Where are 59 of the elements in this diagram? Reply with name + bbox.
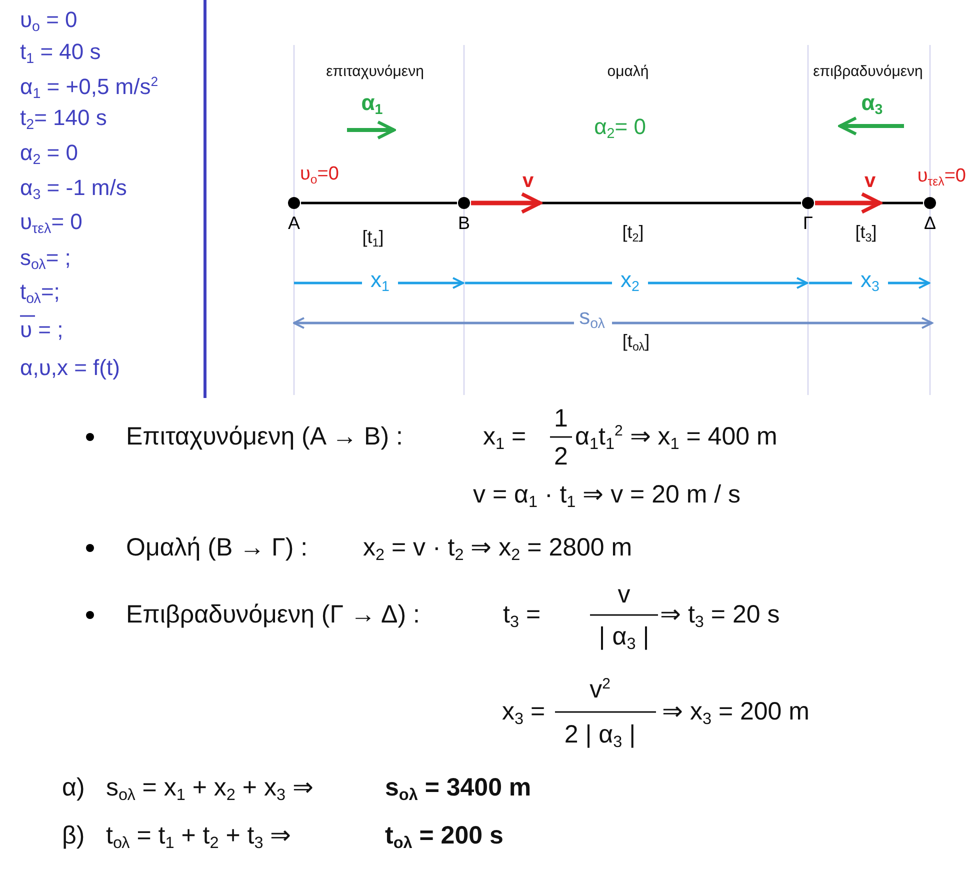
point-label: Δ bbox=[924, 213, 936, 234]
phase-title: επιταχυνόμενη bbox=[326, 64, 424, 80]
phase-title: επιβραδυνόμενη bbox=[813, 64, 923, 80]
item-marker: α) bbox=[62, 774, 85, 802]
line-segment bbox=[301, 202, 457, 204]
edge-label: v bbox=[522, 170, 534, 192]
denominator: 2 | α$_{3}$ | bbox=[564, 721, 636, 749]
given-value: α$_{3}$ = -1 m/s bbox=[20, 176, 127, 200]
acceleration-label: α$_{2}$= 0 bbox=[594, 114, 646, 140]
formula: α$_{1}$t$_{1}$$^{2}$ ⇒ x$_{1}$ = 400 m bbox=[575, 423, 778, 451]
point-label: Α bbox=[288, 213, 300, 234]
given-value: t$_{2}$= 140 s bbox=[20, 106, 107, 130]
numerator: v bbox=[618, 581, 630, 609]
formula: s$_{ολ}$ = x$_{1}$ + x$_{2}$ + x$_{3}$ ⇒ bbox=[106, 774, 314, 802]
velocity-label: υ$_{τελ}$=0 bbox=[917, 166, 966, 188]
formula: ⇒ x$_{3}$ = 200 m bbox=[662, 698, 810, 726]
denominator: 2 bbox=[554, 443, 568, 471]
formula: x$_{2}$ = v · t$_{2}$ ⇒ x$_{2}$ = 2800 m bbox=[363, 534, 632, 562]
denominator: | α$_{3}$ | bbox=[598, 623, 650, 651]
given-value: t$_{1}$ = 40 s bbox=[20, 40, 101, 64]
acceleration-label: α$_{1}$ bbox=[361, 90, 383, 116]
distance-label: x$_{1}$ bbox=[370, 268, 390, 292]
acceleration-label: α$_{3}$ bbox=[861, 90, 883, 116]
numerator: 1 bbox=[554, 405, 568, 433]
point-label: Β bbox=[458, 213, 470, 234]
result: t$_{ολ}$ = 200 s bbox=[385, 822, 504, 850]
given-value: υ$_{τελ}$= 0 bbox=[20, 210, 82, 234]
phase-heading: Επιταχυνόμενη (Α → Β) : bbox=[126, 423, 403, 451]
edge-label: v bbox=[864, 170, 876, 192]
formula: t$_{3}$ = bbox=[503, 601, 541, 629]
phase-heading: Ομαλή (Β → Γ) : bbox=[126, 534, 308, 562]
given-value: υ = ; bbox=[20, 318, 64, 342]
phase-heading: Επιβραδυνόμενη (Γ → Δ) : bbox=[126, 601, 420, 629]
given-value: υ$_{o}$ = 0 bbox=[20, 8, 78, 32]
formula: ⇒ t$_{3}$ = 20 s bbox=[660, 601, 780, 629]
given-value: α$_{1}$ = +0,5 m/s$^{2}$ bbox=[20, 74, 158, 100]
distance-label: x$_{3}$ bbox=[860, 268, 880, 292]
time-label: [t$_{2}$] bbox=[622, 223, 644, 243]
distance-label: s$_{ολ}$ bbox=[579, 304, 605, 330]
time-label: [t$_{3}$] bbox=[855, 223, 877, 243]
formula: x$_{1}$ = bbox=[483, 423, 526, 451]
formula: t$_{ολ}$ = t$_{1}$ + t$_{2}$ + t$_{3}$ ⇒ bbox=[106, 822, 292, 850]
phase-title: ομαλή bbox=[607, 64, 649, 80]
numerator: v$^{2}$ bbox=[590, 676, 610, 704]
time-label: [t$_{1}$] bbox=[362, 228, 384, 248]
time-label: [t$_{ολ}$] bbox=[622, 332, 650, 352]
velocity-label: υ$_{o}$=0 bbox=[300, 164, 339, 186]
point-label: Γ bbox=[803, 213, 813, 234]
given-value: α$_{2}$ = 0 bbox=[20, 140, 78, 166]
given-value: s$_{ολ}$= ; bbox=[20, 246, 71, 270]
distance-label: x$_{2}$ bbox=[620, 268, 640, 292]
velocity-arrow bbox=[815, 192, 882, 214]
given-value: α,υ,x = f(t) bbox=[20, 356, 120, 380]
result: s$_{ολ}$ = 3400 m bbox=[385, 774, 532, 802]
item-marker: β) bbox=[62, 822, 85, 850]
formula: v = α$_{1}$ · t$_{1}$ ⇒ v = 20 m / s bbox=[473, 481, 741, 509]
formula: x$_{3}$ = bbox=[502, 698, 546, 726]
given-value: t$_{ολ}$=; bbox=[20, 280, 60, 304]
velocity-arrow bbox=[471, 192, 542, 214]
